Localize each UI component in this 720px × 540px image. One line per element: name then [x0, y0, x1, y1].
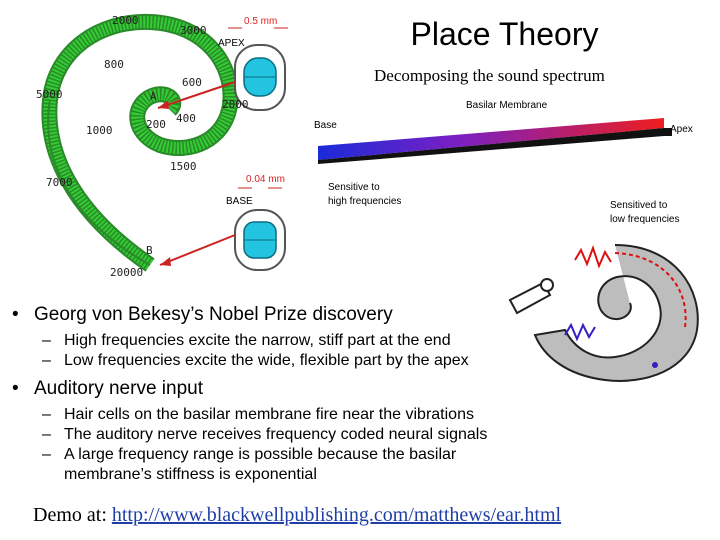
- bullet-text: Auditory nerve input: [34, 378, 203, 399]
- stapes-icon: [508, 281, 552, 315]
- sub-bullet-item: –Low frequencies excite the wide, flexib…: [42, 352, 469, 369]
- freq-label: 5000: [36, 88, 63, 101]
- slide-title: Place Theory: [410, 16, 599, 52]
- base-label: BASE: [226, 196, 253, 207]
- demo-line: Demo at: http://www.blackwellpublishing.…: [33, 504, 561, 527]
- bullet-list: •Georg von Bekesy’s Nobel Prize discover…: [12, 303, 552, 485]
- basilar-membrane-wedge: [318, 118, 672, 164]
- freq-label: 1500: [170, 160, 197, 173]
- demo-link[interactable]: http://www.blackwellpublishing.com/matth…: [111, 504, 562, 526]
- cochlea-spiral-band: [43, 15, 237, 270]
- cochlea-wave-graphic: [508, 244, 699, 382]
- sub-bullet-item: –The auditory nerve receives frequency c…: [42, 426, 488, 443]
- base-width-label: 0.04 mm: [246, 174, 285, 185]
- high-freq-wave: [574, 245, 612, 269]
- basilar-membrane-figure: Basilar Membrane Base Apex Sensitive to …: [312, 98, 702, 228]
- freq-label: 400: [176, 112, 196, 125]
- cochlea-spiral-graphic: [41, 13, 288, 272]
- membrane-base-label: Base: [314, 120, 337, 131]
- demo-separator: :: [101, 504, 112, 526]
- slide-subtitle: Decomposing the sound spectrum: [374, 66, 605, 85]
- sub-bullet-text: The auditory nerve receives frequency co…: [64, 426, 488, 443]
- sub-bullet-item: –High frequencies excite the narrow, sti…: [42, 332, 451, 349]
- freq-label: 2000: [222, 98, 249, 111]
- bullet-item: •Auditory nerve input: [12, 378, 203, 399]
- demo-label: Demo at: [33, 504, 102, 526]
- sub-bullet-text: A large frequency range is possible beca…: [64, 446, 457, 483]
- freq-label: 2000: [112, 14, 139, 27]
- low-freq-label-2: low frequencies: [610, 214, 680, 225]
- sub-bullet-item: –A large frequency range is possible bec…: [42, 445, 522, 485]
- sub-bullet-text: High frequencies excite the narrow, stif…: [64, 332, 451, 349]
- sub-bullet-text: Low frequencies excite the wide, flexibl…: [64, 352, 469, 369]
- freq-label: B: [146, 244, 153, 257]
- base-pointer-arrow: [159, 234, 236, 266]
- freq-label: 3000: [180, 24, 207, 37]
- membrane-apex-label: Apex: [670, 124, 693, 135]
- sub-bullet-text: Hair cells on the basilar membrane fire …: [64, 406, 474, 423]
- bullet-item: •Georg von Bekesy’s Nobel Prize discover…: [12, 304, 393, 325]
- apex-pointer-arrow: [157, 81, 236, 109]
- low-freq-wave: [564, 322, 596, 342]
- apex-width-label: 0.5 mm: [244, 16, 278, 27]
- freq-label: 1000: [86, 124, 113, 137]
- ear-cochlea-illustration: [505, 235, 705, 385]
- freq-label: 800: [104, 58, 124, 71]
- sub-bullet-item: –Hair cells on the basilar membrane fire…: [42, 406, 474, 423]
- apex-label: APEX: [218, 38, 245, 49]
- cochlea-spiral-outline: [41, 13, 239, 272]
- freq-label: 20000: [110, 266, 144, 279]
- membrane-title: Basilar Membrane: [466, 100, 548, 111]
- high-freq-label-1: Sensitive to: [328, 182, 380, 193]
- cochlea-figure: 2000 3000 800 600 5000 A 200 400 1000 20…: [30, 10, 330, 280]
- freq-label: 200: [146, 118, 166, 131]
- freq-label: 7000: [46, 176, 73, 189]
- freq-label: A: [150, 90, 157, 103]
- low-freq-label-1: Sensitived to: [610, 200, 668, 211]
- bullet-text: Georg von Bekesy’s Nobel Prize discovery: [34, 304, 393, 325]
- freq-label: 600: [182, 76, 202, 89]
- high-freq-label-2: high frequencies: [328, 196, 402, 207]
